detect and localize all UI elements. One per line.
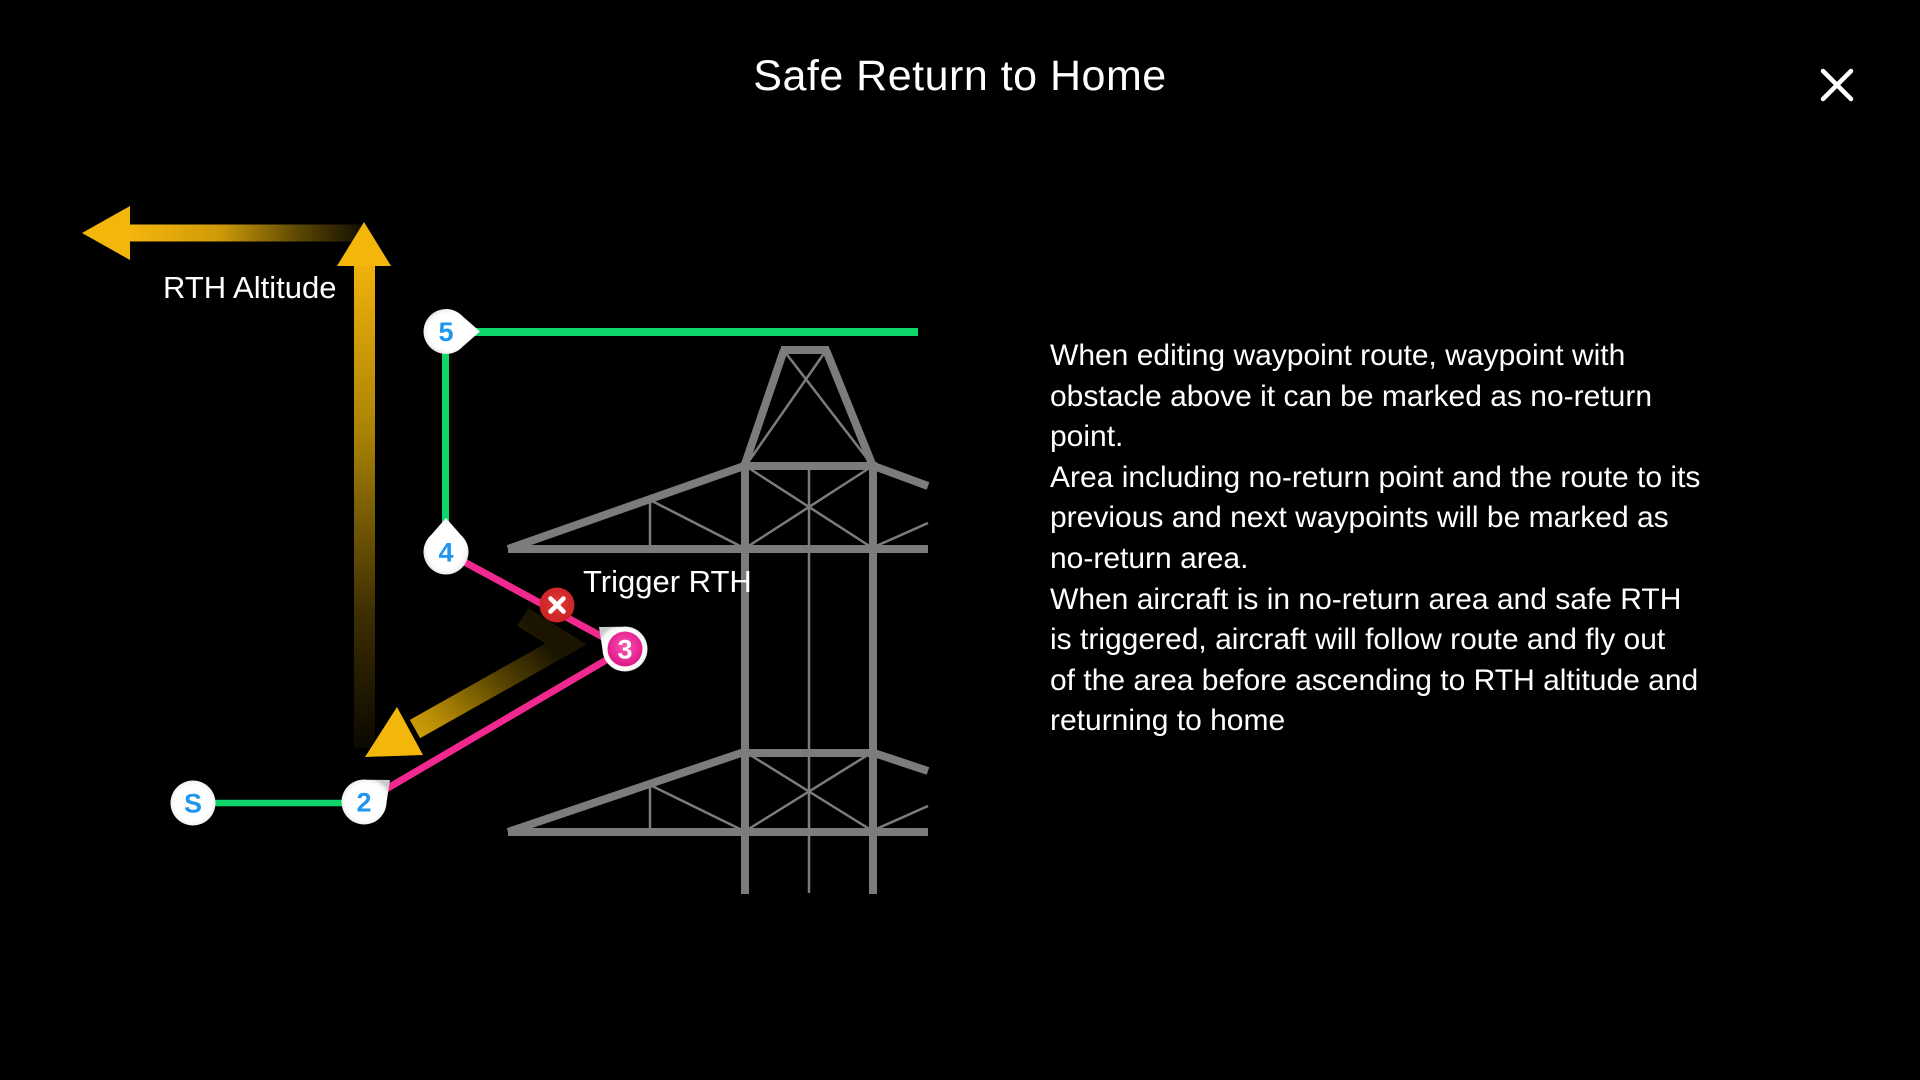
description-text: When editing waypoint route, waypoint wi… xyxy=(1050,336,1700,742)
description-line: is triggered, aircraft will follow route… xyxy=(1050,623,1666,657)
rth-altitude-label: RTH Altitude xyxy=(163,270,337,305)
route-lines xyxy=(215,328,918,807)
description-line: Area including no-return point and the r… xyxy=(1050,460,1701,494)
waypoint-pins: 5 4 3 2 S xyxy=(170,309,648,826)
svg-text:3: 3 xyxy=(617,635,632,665)
dialog-title: Safe Return to Home xyxy=(753,52,1167,100)
waypoint-pin-5: 5 xyxy=(423,309,480,354)
rth-ascend-arrow-up xyxy=(337,222,391,748)
description-line: point. xyxy=(1050,420,1124,454)
rth-flyout-arrow xyxy=(365,608,587,757)
waypoint-pin-start: S xyxy=(170,780,216,826)
close-icon xyxy=(1820,68,1854,102)
description-line: returning to home xyxy=(1050,704,1286,738)
description-line: When editing waypoint route, waypoint wi… xyxy=(1050,339,1626,372)
waypoint-pin-3-no-return: 3 xyxy=(599,626,648,672)
waypoint-pin-2: 2 xyxy=(341,779,390,825)
rth-altitude-arrow-left xyxy=(82,206,366,260)
svg-text:S: S xyxy=(184,789,202,819)
svg-text:4: 4 xyxy=(438,538,453,568)
trigger-rth-label: Trigger RTH xyxy=(583,564,752,599)
transmission-tower-illustration xyxy=(506,346,930,894)
close-button[interactable] xyxy=(1809,57,1865,113)
description-line: previous and next waypoints will be mark… xyxy=(1050,501,1669,535)
waypoint-pin-4: 4 xyxy=(423,518,469,575)
description-line: obstacle above it can be marked as no-re… xyxy=(1050,379,1653,413)
svg-text:2: 2 xyxy=(356,788,371,818)
description-line: of the area before ascending to RTH alti… xyxy=(1050,663,1699,697)
description-line: When aircraft is in no-return area and s… xyxy=(1050,582,1682,616)
svg-text:5: 5 xyxy=(438,317,453,347)
no-return-x-icon xyxy=(539,587,575,623)
description-line: no-return area. xyxy=(1050,541,1249,575)
